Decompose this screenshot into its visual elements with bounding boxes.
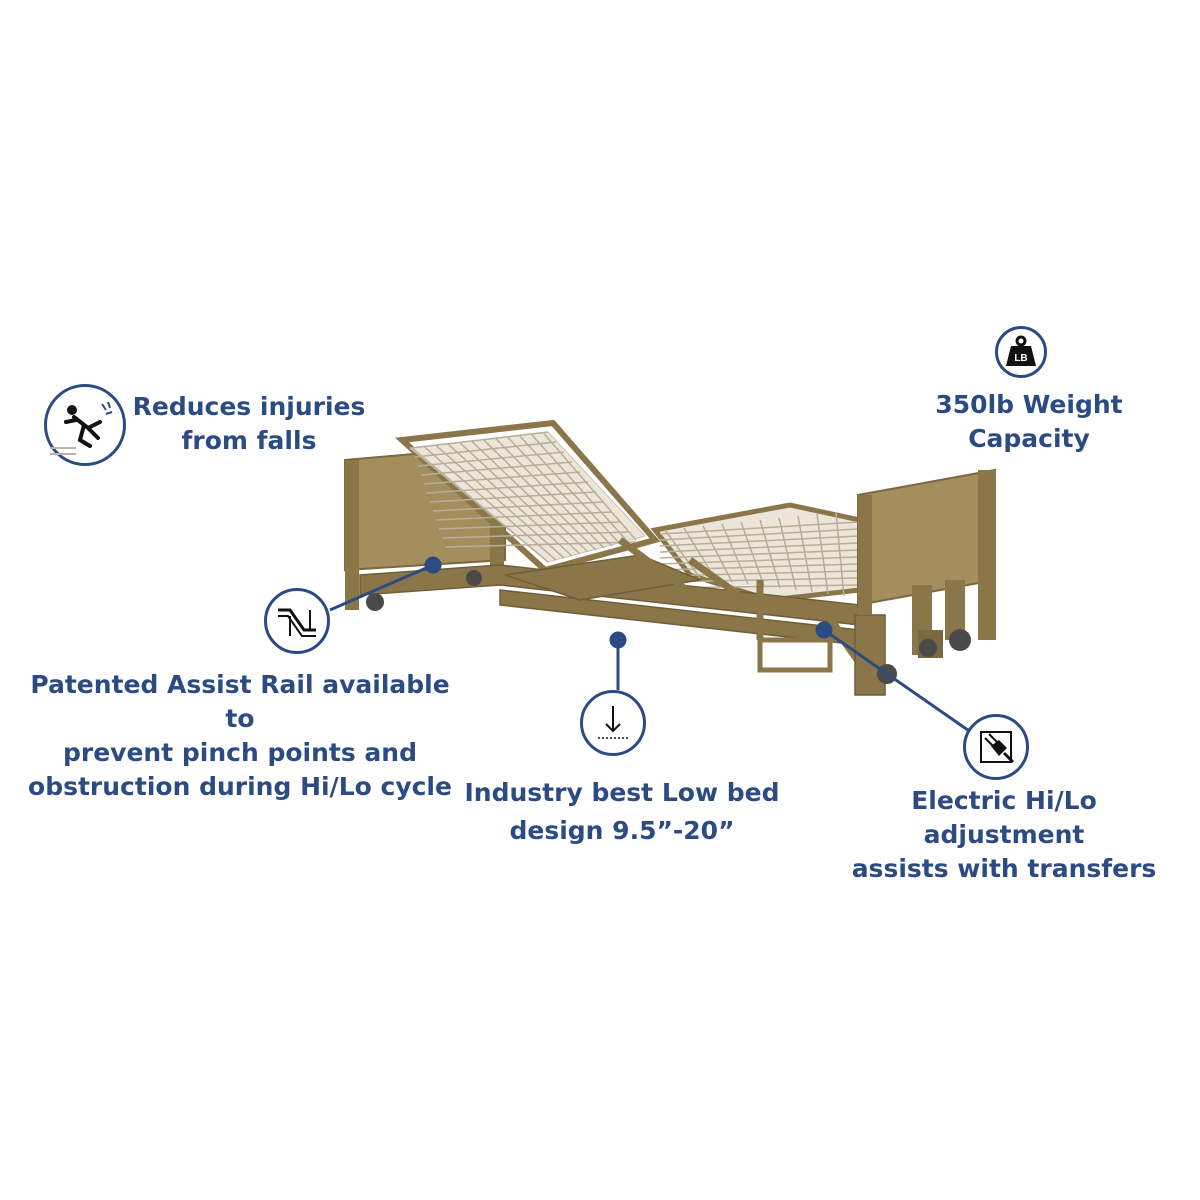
feature-assist-rail-line2: prevent pinch points and (62, 738, 417, 767)
feature-weight-line1: 350lb Weight (935, 390, 1123, 419)
mesh-line (423, 446, 557, 561)
mesh-line (447, 443, 573, 557)
feature-electric-line2: assists with transfers (851, 854, 1157, 883)
mesh-line (816, 513, 829, 595)
mesh-line (519, 435, 621, 545)
feature-weight-line2: Capacity (968, 424, 1090, 453)
mesh-line (664, 529, 701, 579)
mesh-line (659, 563, 859, 571)
mesh-line (659, 542, 859, 553)
feature-electric-text: Electric Hi/Lo adjustment assists with t… (828, 784, 1180, 886)
assist-rail-icon (264, 588, 330, 654)
mesh-line (507, 437, 613, 547)
mesh-line (411, 431, 549, 449)
feature-weight-text: 350lb Weight Capacity (920, 388, 1138, 456)
mesh-line (659, 549, 859, 559)
footboard (857, 468, 996, 658)
feature-falls-text: Reduces injuries from falls (130, 390, 368, 458)
mesh-line (444, 541, 637, 548)
electric-plug-icon (963, 714, 1029, 780)
mesh-line (435, 444, 565, 559)
feature-assist-rail-text: Patented Assist Rail available to preven… (20, 668, 460, 804)
mesh-line (659, 521, 859, 535)
mesh-line (702, 525, 733, 583)
feature-low-bed-line2: design 9.5”-20” (509, 816, 735, 845)
mesh-line (778, 517, 797, 591)
falling-person-icon (44, 384, 126, 466)
mesh-line (531, 434, 629, 543)
mesh-line (411, 447, 549, 563)
mesh-line (543, 433, 637, 541)
mesh-line (659, 535, 859, 547)
mesh-line (441, 531, 629, 539)
mesh-line (459, 442, 581, 555)
feature-falls-line1: Reduces injuries (132, 392, 366, 421)
feature-electric-line1: Electric Hi/Lo adjustment (911, 786, 1097, 849)
mesh-line (426, 481, 589, 494)
mesh-line (429, 491, 597, 503)
mesh-line (659, 528, 859, 541)
weight-lb-icon: LB (995, 326, 1047, 378)
mesh-line (759, 519, 781, 589)
callout-connectors (329, 556, 976, 737)
mesh-line (835, 511, 845, 597)
mesh-line (435, 511, 613, 521)
feature-assist-rail-line1: Patented Assist Rail available to (30, 670, 450, 733)
feature-low-bed-text: Industry best Low bed design 9.5”-20” (462, 774, 782, 850)
down-arrow-icon (580, 690, 646, 756)
mesh-line (495, 438, 605, 549)
mesh-line (438, 521, 621, 530)
feature-low-bed-line1: Industry best Low bed (464, 778, 780, 807)
feature-assist-rail-line3: obstruction during Hi/Lo cycle (28, 772, 452, 801)
bed-frame (359, 537, 886, 696)
weight-icon-label: LB (1014, 353, 1027, 364)
mesh-line (432, 501, 605, 512)
head-spring-section (395, 419, 661, 574)
feature-falls-line2: from falls (181, 426, 317, 455)
mesh-line (414, 441, 557, 458)
